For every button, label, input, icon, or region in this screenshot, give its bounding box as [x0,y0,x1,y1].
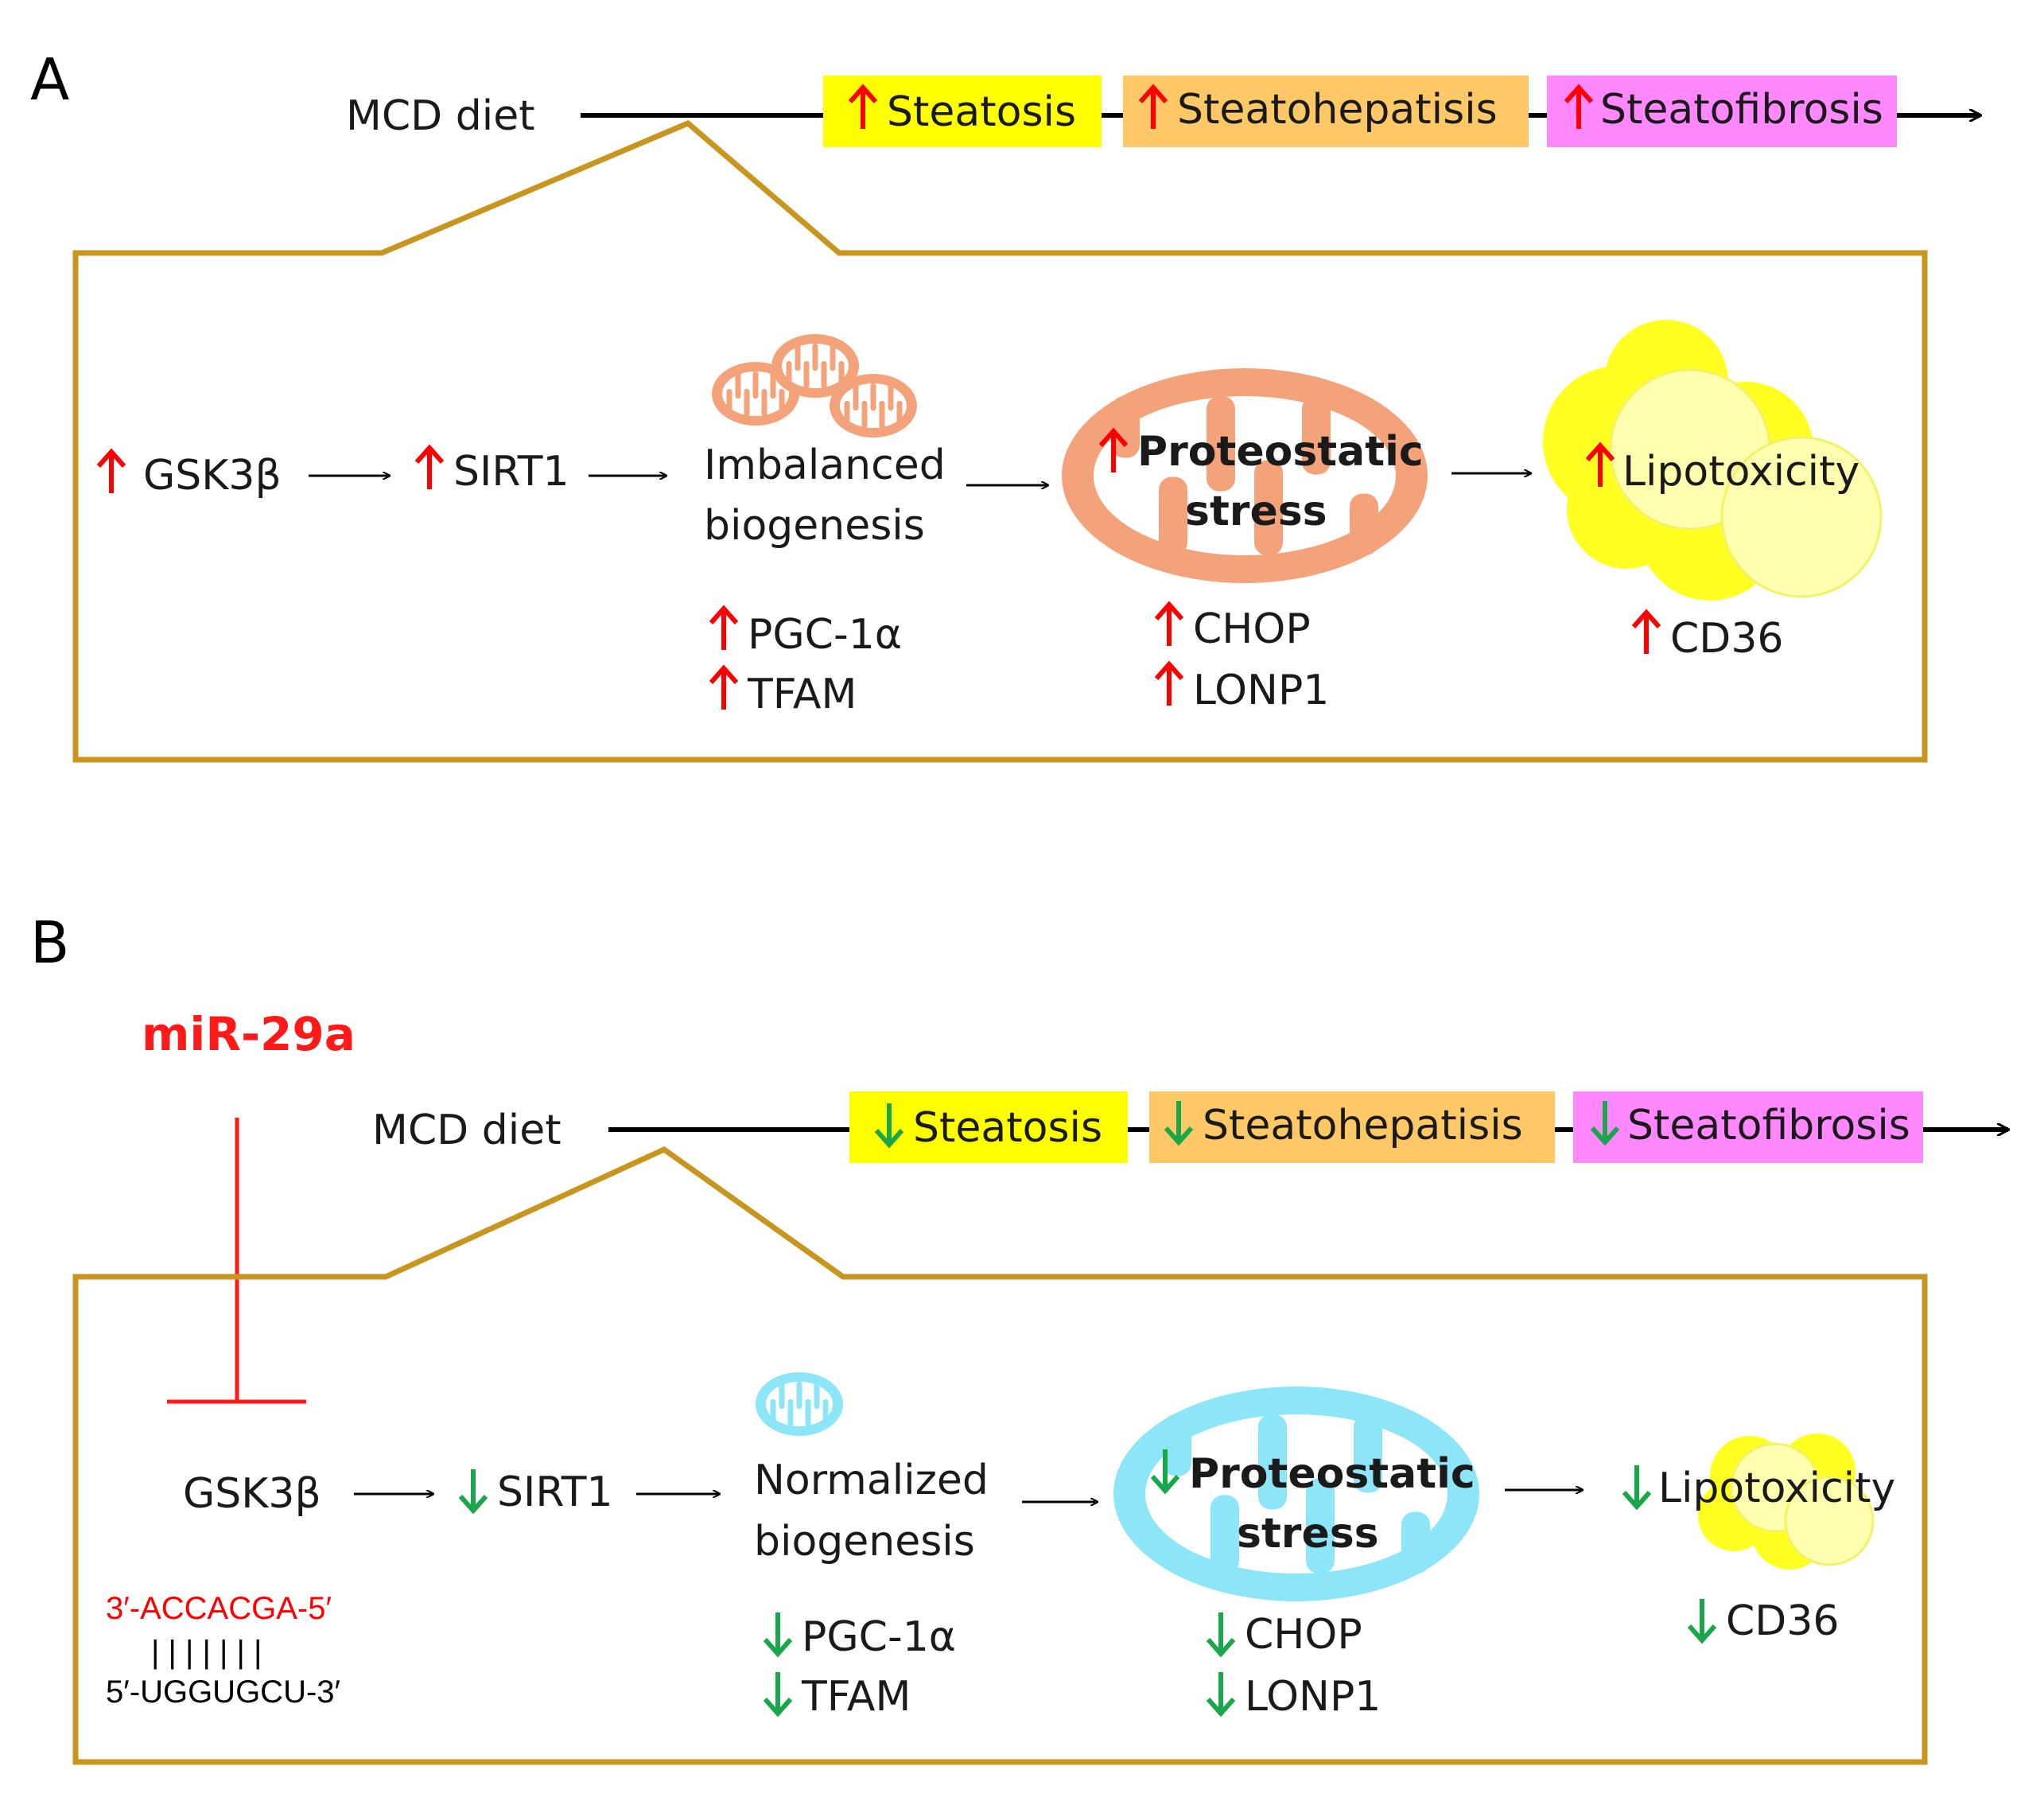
up-arrow-icon [709,664,739,710]
biogenesis-label-line1: Imbalanced [704,441,946,489]
marker-lonp1: LONP1 [1245,1673,1381,1721]
mitochondrion-icon [830,374,917,438]
down-arrow-icon [1622,1465,1652,1511]
marker-lonp1: LONP1 [1193,667,1329,714]
sirt1-label: SIRT1 [497,1468,613,1516]
biogenesis-label-line2: biogenesis [754,1518,975,1566]
gsk3b-label: GSK3β [143,452,282,500]
up-arrow-icon [1585,441,1615,487]
panel-b-label: B [30,909,69,976]
panel-a: A MCD diet Steatosis Steatohepatisis Ste… [30,46,1980,763]
lipid-droplets-icon [1543,320,1883,601]
proteostatic-stress-line2: stress [1237,1510,1379,1558]
panel-b: B miR-29a MCD diet Steatosis Steatohepat… [30,909,2008,1765]
up-arrow-icon [96,448,126,493]
sirt1-label: SIRT1 [453,448,569,496]
zoom-frame [72,119,1928,763]
panel-a-label: A [30,46,69,113]
marker-tfam: TFAM [801,1673,911,1721]
mitochondrion-icon [1062,368,1428,583]
down-arrow-icon [458,1469,488,1515]
marker-pgc1a: PGC-1α [802,1613,956,1661]
mitochondrion-icon [1113,1387,1479,1601]
up-arrow-icon [709,605,739,650]
base-pair-bars: | | | | | | | [151,1635,262,1670]
down-arrow-icon [1206,1672,1236,1717]
up-arrow-icon [1138,84,1168,129]
mitochondria-cluster-icon [712,334,917,438]
zoom-frame [72,1146,1928,1765]
down-arrow-icon [1206,1612,1236,1658]
marker-cd36: CD36 [1670,615,1784,663]
mitochondrion-icon [756,1372,843,1436]
down-arrow-icon [874,1103,904,1149]
proteostatic-stress-line2: stress [1185,488,1327,535]
mirna-label: miR-29a [142,1007,356,1061]
marker-tfam: TFAM [747,671,857,718]
target-sequence: 5′-UGGUGCU-3′ [106,1675,340,1710]
stage-steatohepatisis: Steatohepatisis [1177,86,1498,134]
stage-box-steatosis [823,76,1102,147]
mcd-diet-label: MCD diet [346,92,535,140]
marker-pgc1a: PGC-1α [748,611,902,659]
marker-chop: CHOP [1245,1611,1362,1659]
gsk3b-label: GSK3β [183,1470,321,1518]
biogenesis-label-line1: Normalized [754,1457,989,1504]
stage-steatosis: Steatosis [887,88,1076,136]
up-arrow-icon [1098,427,1129,473]
marker-cd36: CD36 [1726,1597,1840,1645]
stage-box-steatofibrosis [1547,76,1897,147]
stage-steatofibrosis: Steatofibrosis [1600,86,1883,134]
down-arrow-icon [1164,1101,1194,1146]
up-arrow-icon [414,444,445,489]
up-arrow-icon [1154,660,1184,706]
proteostatic-stress-line1: Proteostatic [1137,428,1424,476]
mcd-diet-label: MCD diet [372,1107,562,1154]
lipotoxicity-label: Lipotoxicity [1622,448,1859,496]
stage-box-steatosis [849,1091,1128,1163]
mitochondrion-icon [771,334,859,398]
down-arrow-icon [1150,1449,1180,1495]
marker-chop: CHOP [1193,605,1311,653]
stage-box-steatohepatisis [1149,1091,1555,1163]
down-arrow-icon [763,1672,793,1717]
up-arrow-icon [1564,84,1594,129]
stage-box-steatofibrosis [1573,1091,1923,1163]
stage-box-steatohepatisis [1123,76,1529,147]
up-arrow-icon [1631,609,1661,654]
up-arrow-icon [1154,601,1184,646]
down-arrow-icon [1687,1599,1717,1644]
proteostatic-stress-line1: Proteostatic [1189,1450,1475,1498]
stage-steatofibrosis: Steatofibrosis [1627,1102,1910,1149]
down-arrow-icon [1590,1101,1620,1146]
biogenesis-label-line2: biogenesis [704,502,925,550]
lipotoxicity-label: Lipotoxicity [1658,1465,1895,1512]
stage-steatosis: Steatosis [913,1104,1102,1152]
up-arrow-icon [848,84,878,129]
mirna-seed-sequence: 3′-ACCACGA-5′ [106,1591,332,1626]
stage-steatohepatisis: Steatohepatisis [1203,1102,1523,1149]
down-arrow-icon [763,1612,793,1658]
lipid-droplets-icon [1698,1433,1875,1570]
